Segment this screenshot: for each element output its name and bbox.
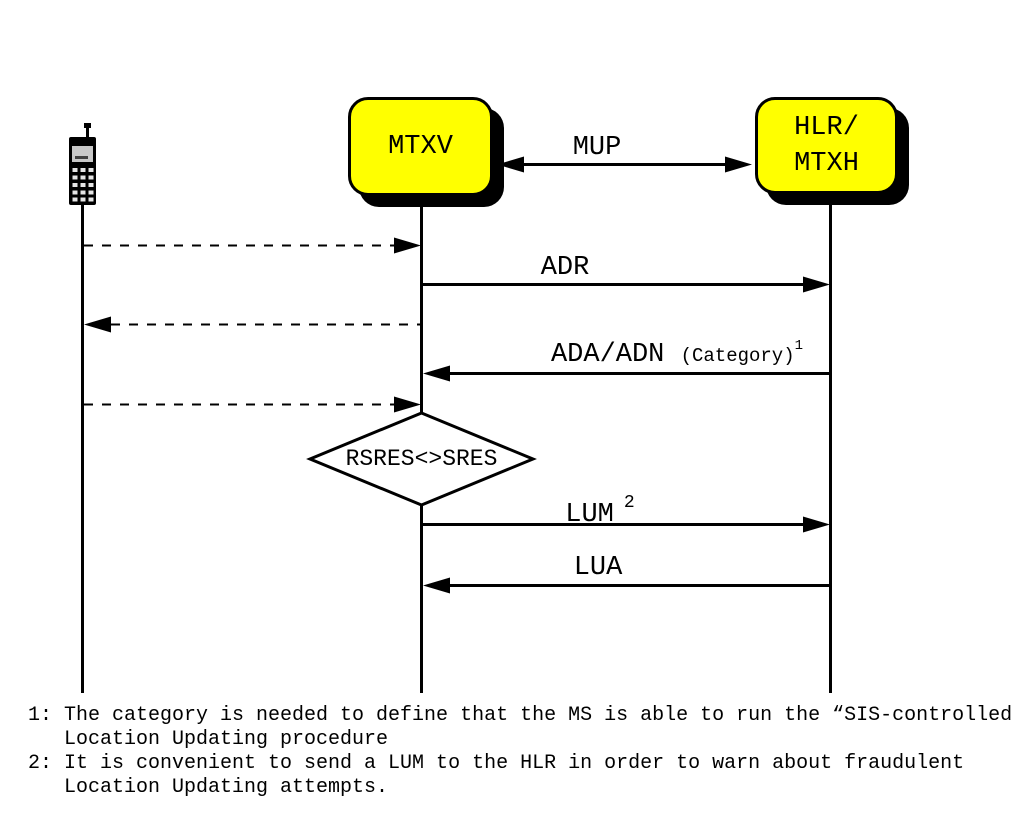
ada-adn-message-label: ADA/ADN (Category)1 (527, 335, 827, 369)
ada-footnote-ref: 1 (794, 338, 804, 354)
footnote-2-line-2: Location Updating attempts. (64, 776, 389, 799)
lum-text: LUM (565, 500, 614, 530)
mup-arrow (497, 156, 752, 173)
ms-to-mtxv-dashed-arrow-2 (84, 396, 421, 413)
hlr-mtxh-node: HLR/ MTXH (755, 97, 898, 194)
mtxv-node-label: MTXV (388, 131, 453, 162)
hlr-node-label-line2: MTXH (794, 148, 859, 179)
decision-diamond (306, 411, 537, 507)
ada-category-qualifier: (Category) (680, 345, 795, 367)
lua-arrow (423, 577, 830, 594)
mtxv-to-ms-dashed-arrow (84, 316, 421, 333)
footnote-1-line-1: 1: The category is needed to define that… (28, 704, 1013, 727)
lum-footnote-ref: 2 (623, 493, 635, 513)
ada-adn-text: ADA/ADN (550, 340, 665, 370)
ada-adn-arrow (423, 365, 830, 382)
hlr-node-label-line1: HLR/ (794, 112, 859, 143)
footnote-1-line-2: Location Updating procedure (64, 728, 389, 751)
footnote-2-line-1: 2: It is convenient to send a LUM to the… (28, 752, 965, 775)
decision-condition-label: RSRES<>SRES (345, 446, 498, 472)
mtxv-node: MTXV (348, 97, 493, 196)
ms-to-mtxv-dashed-arrow-1 (84, 237, 421, 254)
adr-message-label: ADR (540, 253, 590, 283)
lum-arrow (421, 516, 830, 533)
mup-message-label: MUP (572, 133, 622, 163)
footnote-2-number: 2: (28, 752, 53, 775)
mobile-phone-icon (69, 123, 96, 205)
footnote-1-number: 1: (28, 704, 53, 727)
adr-arrow (421, 276, 830, 293)
lum-message-label: LUM 2 (450, 493, 750, 530)
lua-message-label: LUA (573, 553, 623, 583)
